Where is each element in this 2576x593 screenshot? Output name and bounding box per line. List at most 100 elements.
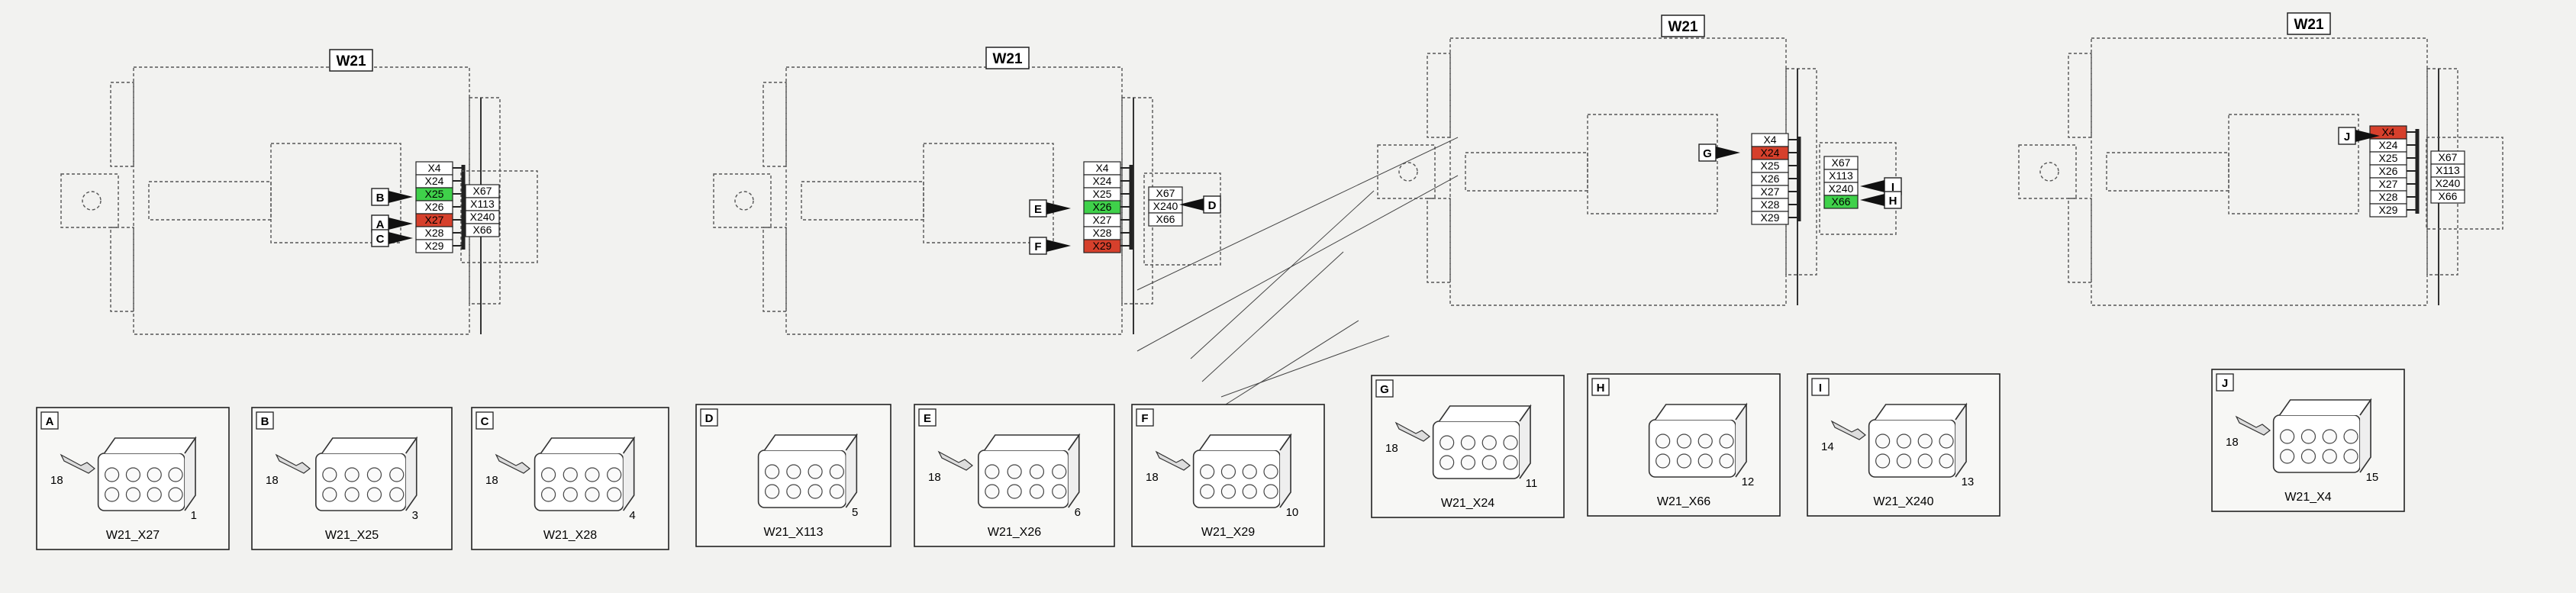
connector-housing-top [1198, 434, 1292, 451]
cavity [1676, 433, 1692, 449]
connector-label: X26 [1761, 172, 1780, 185]
secondary-label: X240 [1153, 200, 1178, 212]
terminal-icon [275, 453, 311, 474]
callout-letter: A [376, 218, 385, 231]
cavity [1029, 464, 1045, 479]
secondary-label: X67 [1156, 187, 1175, 199]
panel-letter-box [40, 411, 59, 430]
connector-housing-side [1068, 433, 1080, 508]
cavity [1220, 484, 1236, 499]
cavity [105, 487, 120, 502]
machine-outline [785, 66, 1123, 335]
view-title: W21 [992, 51, 1023, 67]
cavity [125, 467, 141, 482]
cavity [585, 487, 600, 502]
panel-letter: H [1597, 382, 1605, 395]
cavity [366, 487, 382, 502]
connector-name: W21_X24 [1441, 497, 1494, 510]
connector-housing-top [2278, 399, 2372, 416]
cavity [808, 464, 823, 479]
panel-letter-box [918, 408, 937, 427]
outline-left-upper [110, 82, 134, 167]
secondary-label: X66 [2439, 190, 2458, 202]
secondary-cell [465, 223, 500, 237]
cavity [1460, 455, 1476, 470]
connector-label: X26 [1093, 201, 1112, 213]
connector-name: W21_X240 [1873, 495, 1933, 508]
terminal-number: 18 [50, 474, 63, 487]
outline-rear [1785, 68, 1817, 276]
cavity [147, 487, 162, 502]
outline-front [60, 173, 119, 228]
cavity [1029, 484, 1045, 499]
connector-housing-top [1654, 404, 1748, 421]
cavity [607, 467, 622, 482]
panel-letter: E [924, 412, 931, 425]
panel-letter-box [476, 411, 494, 430]
part-number: 12 [1742, 475, 1755, 488]
perspective-line [1136, 137, 1459, 291]
callout-letter: B [376, 192, 385, 205]
perspective-line [1190, 190, 1375, 359]
terminal-number: 18 [485, 474, 498, 487]
callout-arrow [1179, 198, 1204, 211]
callout-letter: J [2344, 131, 2350, 143]
cavity [1697, 433, 1713, 449]
cavity [1440, 455, 1455, 470]
cavity [607, 487, 622, 502]
cavity [1052, 484, 1067, 499]
panel-letter-box [2216, 373, 2234, 392]
panel-letter: G [1380, 383, 1389, 396]
connector-label: X29 [1761, 211, 1780, 224]
terminal-icon [1830, 420, 1866, 440]
connector-housing-side [184, 436, 196, 511]
secondary-outline [1143, 172, 1221, 266]
callout-letter: I [1891, 181, 1894, 194]
connector-name: W21_X66 [1657, 495, 1710, 508]
connector-name: W21_X28 [543, 529, 597, 542]
panel-letter-box [1136, 408, 1154, 427]
view-title: W21 [2294, 17, 2324, 33]
connector-label: X4 [427, 162, 440, 174]
cavity [585, 467, 600, 482]
outline-left-lower [762, 227, 787, 312]
connector-housing-side [1279, 433, 1291, 508]
outline-left-lower [110, 227, 134, 312]
callout-arrow [1046, 202, 1071, 214]
cavity [125, 487, 141, 502]
connector-label: X4 [1763, 134, 1776, 146]
cavity [1220, 464, 1236, 479]
connector-label: X26 [2379, 165, 2398, 177]
secondary-label: X66 [1832, 195, 1851, 208]
connector-label: X4 [2381, 126, 2394, 138]
connector-label: X29 [425, 240, 444, 252]
cavity [1200, 484, 1215, 499]
callout-letter: H [1889, 195, 1897, 208]
cavity [1896, 453, 1912, 469]
cavity [168, 487, 183, 502]
connector-housing-top [321, 437, 418, 454]
cavity [1719, 433, 1734, 449]
connector-label: X27 [1093, 214, 1112, 226]
connector-label: X28 [425, 227, 444, 239]
secondary-label: X67 [2439, 151, 2458, 163]
connector-label: X28 [2379, 191, 2398, 203]
cavity [2343, 429, 2358, 444]
connector-label: X27 [1761, 185, 1780, 198]
connector-label: X24 [1761, 147, 1780, 159]
connector-label: X4 [1095, 162, 1108, 174]
part-number: 4 [629, 509, 635, 522]
cavity [366, 467, 382, 482]
outline-hub [734, 191, 754, 211]
panel-letter: F [1141, 412, 1148, 425]
perspective-line [1220, 335, 1390, 398]
connector-name: W21_X26 [988, 526, 1041, 539]
terminal-icon [937, 450, 973, 471]
outline-boom [1465, 152, 1588, 192]
panel-letter: B [261, 415, 269, 428]
part-number: 5 [852, 506, 858, 519]
